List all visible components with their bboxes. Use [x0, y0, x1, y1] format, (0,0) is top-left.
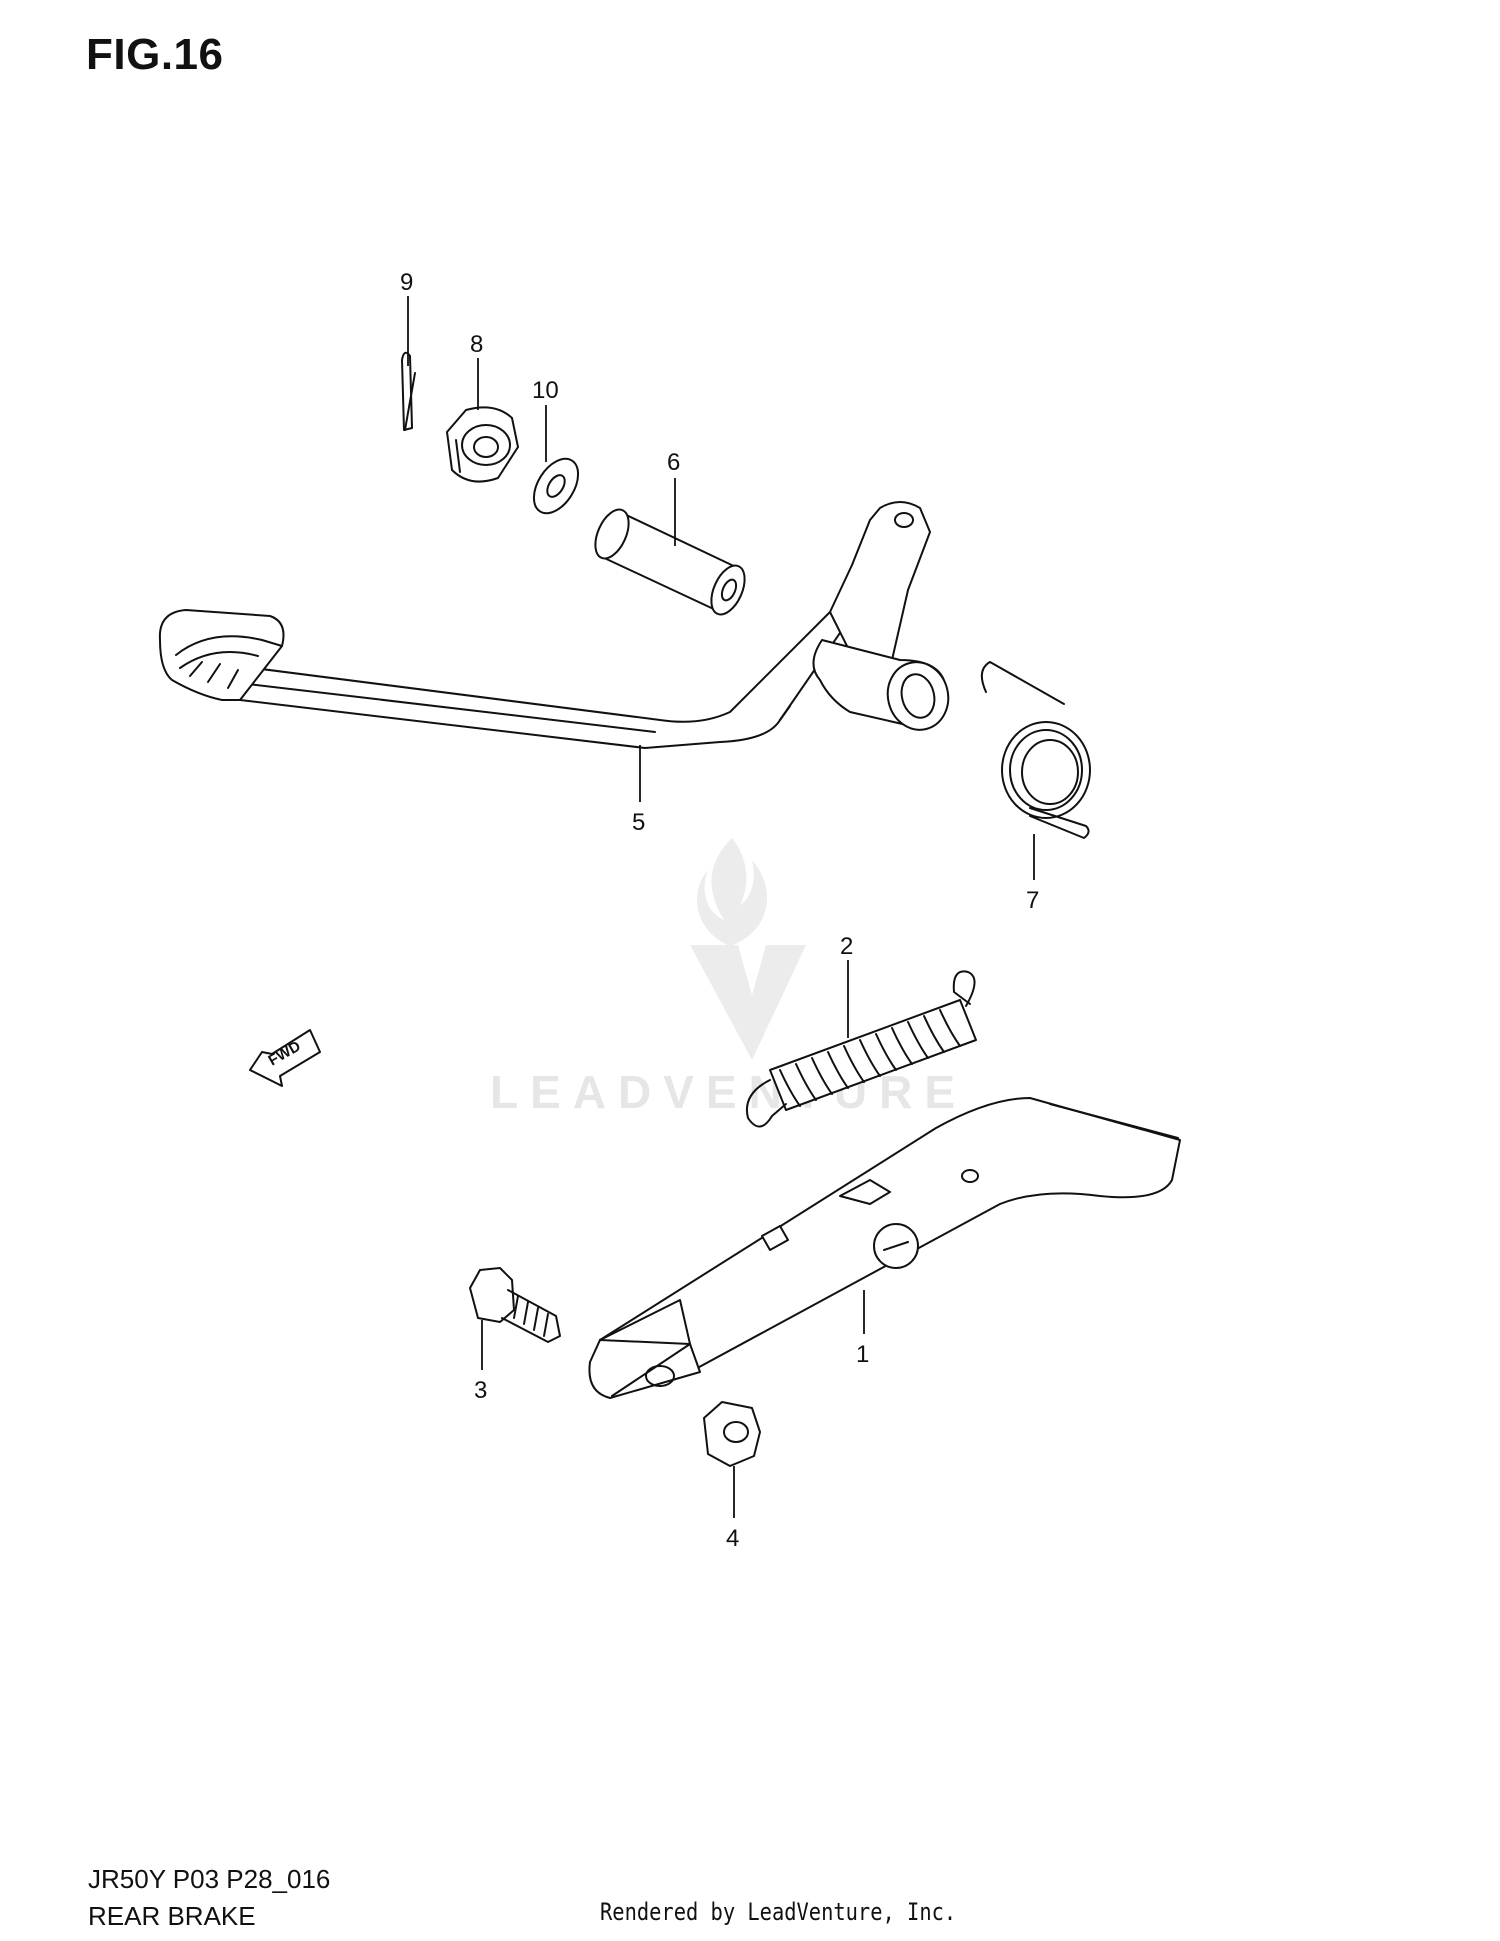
callout-5: 5 — [632, 809, 645, 836]
figure-title: FIG.16 — [86, 30, 224, 79]
render-credit: Rendered by LeadVenture, Inc. — [600, 1898, 957, 1926]
part-3-bolt — [469, 1267, 561, 1343]
section-name: REAR BRAKE — [88, 1901, 256, 1931]
part-2-return-spring — [746, 970, 977, 1128]
callout-4: 4 — [726, 1525, 739, 1552]
callout-8: 8 — [470, 331, 483, 358]
part-7-torsion-spring — [980, 661, 1091, 839]
model-code: JR50Y P03 P28_016 — [88, 1864, 331, 1894]
callout-2: 2 — [840, 933, 853, 960]
watermark-flame-icon — [697, 838, 768, 946]
part-8-nut — [446, 406, 519, 483]
part-9-cotter-pin — [401, 351, 416, 431]
watermark-v-icon — [690, 945, 806, 1060]
callout-7: 7 — [1026, 887, 1039, 914]
part-6-sleeve — [594, 508, 746, 616]
callout-9: 9 — [400, 269, 413, 296]
part-1-brake-rod — [588, 1097, 1181, 1399]
callout-10: 10 — [532, 377, 559, 404]
part-5-brake-pedal — [158, 501, 950, 749]
callout-6: 6 — [667, 449, 680, 476]
part-4-nut — [703, 1401, 761, 1467]
watermark-text: LEADVENTURE — [490, 1066, 967, 1118]
callout-3: 3 — [474, 1377, 487, 1404]
callout-1: 1 — [856, 1341, 869, 1368]
part-10-washer — [532, 457, 580, 515]
fwd-arrow-icon — [249, 1029, 321, 1087]
watermark: LEADVENTURE — [490, 838, 967, 1118]
leader-lines — [407, 296, 1035, 1518]
